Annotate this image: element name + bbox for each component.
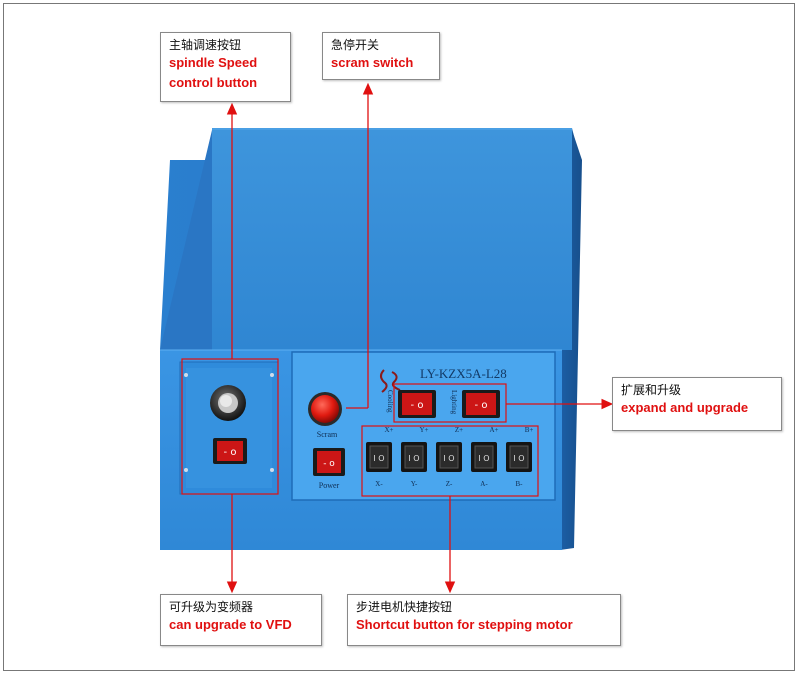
axis-label-top: A+: [489, 426, 498, 434]
callout-scram-cn: 急停开关: [331, 38, 380, 52]
svg-text:- o: - o: [323, 459, 335, 469]
svg-text:I O: I O: [478, 454, 489, 463]
expand-highlight-box: [393, 383, 507, 423]
svg-text:- o: - o: [224, 447, 237, 458]
axis-button-4[interactable]: I O: [506, 442, 532, 472]
spindle-rocker-switch[interactable]: - o: [213, 438, 247, 464]
svg-text:I O: I O: [408, 454, 419, 463]
axis-label-bottom: A-: [480, 480, 488, 488]
svg-text:I O: I O: [513, 454, 524, 463]
callout-scram-en: scram switch: [331, 55, 414, 70]
axis-label-bottom: X-: [375, 480, 383, 488]
spindle-speed-knob[interactable]: [210, 385, 246, 421]
stepper-axis-buttons: X+ I O X- Y+ I O Y- Z+ I O Z- A+ I O A- B+ I O B-: [366, 426, 533, 488]
callout-expand-cn: 扩展和升级: [621, 383, 682, 397]
axis-label-bottom: Z-: [446, 480, 453, 488]
axis-label-bottom: B-: [516, 480, 524, 488]
power-label: Power: [319, 481, 340, 490]
axis-label-top: B+: [525, 426, 534, 434]
axis-label-top: Z+: [455, 426, 463, 434]
svg-text:- o: - o: [411, 400, 424, 411]
axis-button-1[interactable]: I O: [401, 442, 427, 472]
callout-spindle: 主轴调速按钮 spindle Speed control button: [160, 32, 291, 102]
svg-text:I O: I O: [373, 454, 384, 463]
callout-spindle-en-1: spindle Speed: [169, 55, 258, 70]
callout-stepper-cn: 步进电机快捷按钮: [356, 600, 453, 614]
callout-expand: 扩展和升级 expand and upgrade: [612, 377, 782, 431]
callout-expand-en: expand and upgrade: [621, 400, 749, 415]
lighting-switch[interactable]: - o: [462, 390, 500, 418]
callout-spindle-cn: 主轴调速按钮: [169, 38, 242, 52]
svg-text:I O: I O: [443, 454, 454, 463]
power-rocker-switch[interactable]: - o: [313, 448, 345, 476]
image-frame: [3, 3, 795, 671]
callout-vfd-cn: 可升级为变频器: [169, 600, 254, 614]
axis-label-bottom: Y-: [411, 480, 418, 488]
axis-button-3[interactable]: I O: [471, 442, 497, 472]
axis-button-2[interactable]: I O: [436, 442, 462, 472]
callout-spindle-en-2: control button: [169, 75, 258, 90]
model-label: LY-KZX5A-L28: [420, 366, 507, 381]
axis-button-0[interactable]: I O: [366, 442, 392, 472]
callout-stepper-en: Shortcut button for stepping motor: [356, 617, 573, 632]
lighting-label: Lighting: [450, 390, 458, 415]
box-right-face: [560, 130, 582, 550]
axis-label-top: Y+: [419, 426, 428, 434]
box-front-upper: [212, 130, 572, 350]
callout-vfd-en: can upgrade to VFD: [169, 617, 292, 632]
callout-vfd: 可升级为变频器 can upgrade to VFD: [160, 594, 322, 646]
callout-stepper: 步进电机快捷按钮 Shortcut button for stepping mo…: [347, 594, 621, 646]
scram-button[interactable]: [308, 392, 342, 426]
brand-logo: [380, 369, 401, 393]
cooling-label: Cooling: [386, 390, 394, 413]
scram-label: Scram: [317, 430, 338, 439]
spindle-highlight-box: [181, 358, 279, 495]
axis-label-top: X+: [384, 426, 393, 434]
annotation-arrows: [226, 82, 614, 594]
cooling-switch[interactable]: - o: [398, 390, 436, 418]
svg-text:- o: - o: [475, 400, 488, 411]
callout-scram: 急停开关 scram switch: [322, 32, 440, 80]
